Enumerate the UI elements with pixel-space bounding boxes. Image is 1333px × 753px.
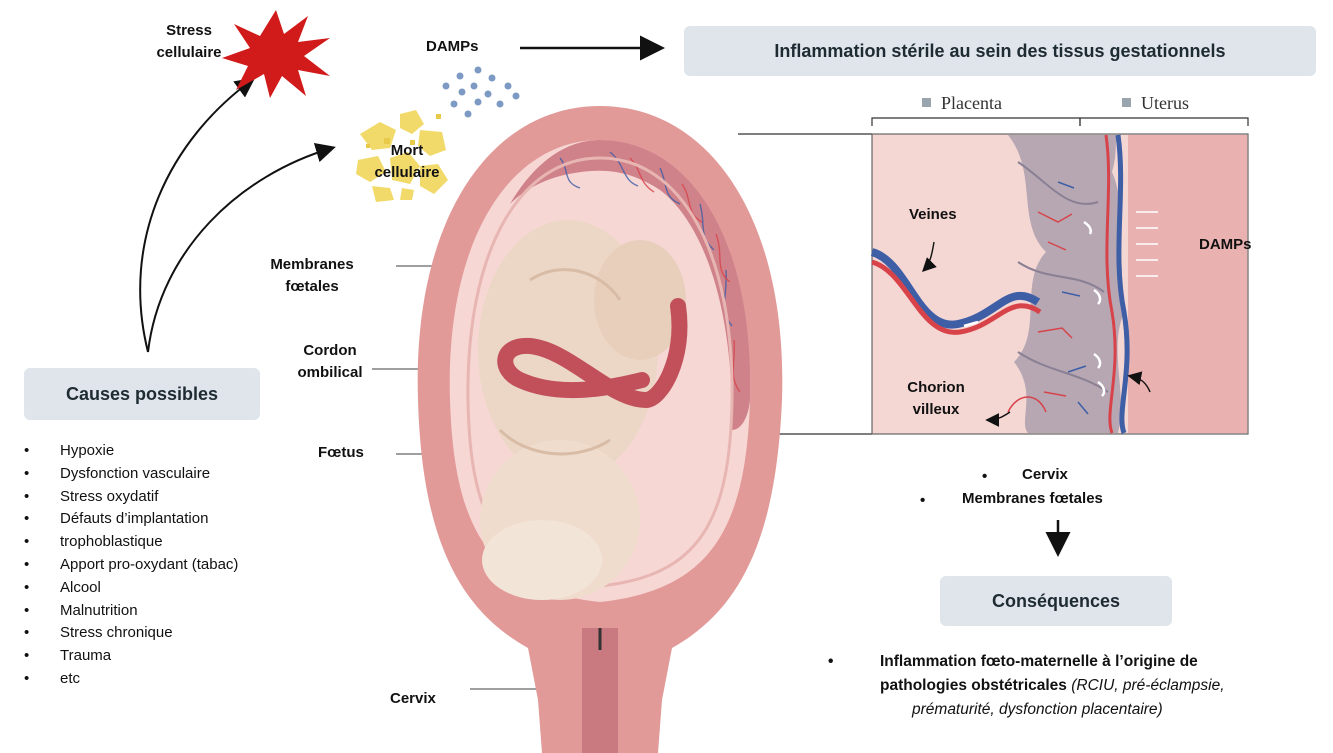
causes-title-box: Causes possibles bbox=[24, 368, 260, 420]
damps-top-label: DAMPs bbox=[426, 36, 479, 58]
cause-item: Alcool bbox=[18, 577, 338, 600]
inset-uterus-label: Uterus bbox=[1141, 93, 1189, 114]
cause-item-continuation: trophoblastique bbox=[18, 531, 338, 554]
cause-item: Stress oxydatif bbox=[18, 486, 338, 509]
consequences-text: Inflammation fœto-maternelle à l’origine… bbox=[828, 650, 1288, 722]
consequence-line-2-italic: (RCIU, pré-éclampsie, bbox=[1071, 677, 1224, 694]
uterus-illustration bbox=[410, 100, 790, 753]
site-item-cervix: Cervix bbox=[982, 464, 1068, 486]
arrow-to-mort bbox=[148, 148, 332, 352]
header-box: Inflammation stérile au sein des tissus … bbox=[684, 26, 1316, 76]
site-item-membranes: Membranes fœtales bbox=[920, 488, 1103, 510]
cause-item: Apport pro-oxydant (tabac) bbox=[18, 554, 338, 577]
inset-veines-label: Veines bbox=[909, 204, 957, 226]
consequence-line-1: Inflammation fœto-maternelle à l’origine… bbox=[828, 650, 1288, 674]
cause-item: etc bbox=[18, 668, 338, 691]
cause-item: Trauma bbox=[18, 645, 338, 668]
consequence-line-3: prématurité, dysfonction placentaire) bbox=[828, 698, 1288, 722]
consequences-title-box: Conséquences bbox=[940, 576, 1172, 626]
cervix-label: Cervix bbox=[390, 688, 436, 710]
stress-star-icon bbox=[218, 8, 334, 100]
consequence-line-2-bold: pathologies obstétricales bbox=[880, 677, 1067, 694]
cause-item: Défauts d’implantation bbox=[18, 508, 338, 531]
cause-item: Dysfonction vasculaire bbox=[18, 463, 338, 486]
inset-placenta-label: Placenta bbox=[941, 93, 1002, 114]
cause-item: Malnutrition bbox=[18, 600, 338, 623]
cause-item: Stress chronique bbox=[18, 622, 338, 645]
causes-list: Hypoxie Dysfonction vasculaire Stress ox… bbox=[18, 440, 338, 691]
cause-item: Hypoxie bbox=[18, 440, 338, 463]
inset-damps-label: DAMPs bbox=[1199, 234, 1252, 256]
